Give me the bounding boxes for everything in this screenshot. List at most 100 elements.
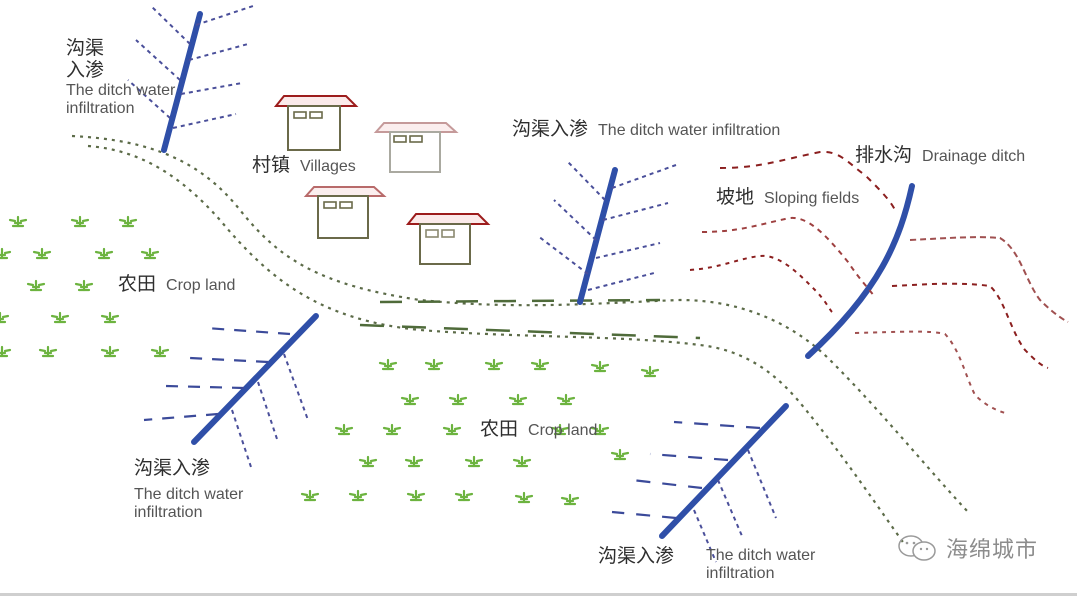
- crop-plant: [556, 393, 576, 406]
- river-lower-dash: [359, 323, 701, 340]
- crop-plant: [406, 489, 426, 502]
- crop-plant: [512, 455, 532, 468]
- ditch-bottom-left: [143, 313, 319, 471]
- crop-field-left: [0, 215, 170, 358]
- crop-plant: [100, 345, 120, 358]
- label-zh: 农田: [480, 418, 519, 440]
- crop-plant: [0, 345, 12, 358]
- label-ditch-bottom-right-zh: 沟渠入渗: [598, 545, 675, 568]
- house: [373, 122, 459, 173]
- slope-contour: [701, 216, 875, 297]
- label-ditch-bottom-left: 沟渠入渗 The ditch water infiltration: [134, 457, 244, 523]
- label-crop-land-center: 农田 Crop land: [480, 418, 598, 441]
- crop-plant: [378, 358, 398, 371]
- crop-plant: [508, 393, 528, 406]
- crop-plant: [300, 489, 320, 502]
- ditch-top-center: [537, 161, 677, 305]
- label-drainage-ditch: 排水沟 Drainage ditch: [855, 144, 1026, 167]
- label-en-line2: infiltration: [66, 100, 135, 118]
- slope-contour: [909, 236, 1069, 323]
- label-en: The ditch water infiltration: [598, 122, 781, 139]
- crop-plant: [140, 247, 160, 260]
- label-ditch-bottom-right-en: The ditch water infiltration: [706, 547, 815, 584]
- river-upper-dash: [379, 298, 661, 304]
- crop-plant: [454, 489, 474, 502]
- crop-plant: [0, 247, 12, 260]
- label-zh-line2: 入渗: [66, 58, 105, 81]
- label-crop-land-left: 农田 Crop land: [118, 273, 236, 296]
- crop-plant: [8, 215, 28, 228]
- slope-contour: [891, 282, 1049, 369]
- crop-plant: [0, 311, 10, 324]
- crop-plant: [70, 215, 90, 228]
- label-en: Crop land: [166, 277, 236, 294]
- label-zh: 农田: [118, 273, 157, 295]
- crop-plant: [404, 455, 424, 468]
- crop-plant: [448, 393, 468, 406]
- label-zh: 坡地: [716, 186, 755, 208]
- house: [303, 186, 387, 239]
- river: [71, 134, 969, 546]
- watermark: 海绵城市: [896, 532, 1038, 564]
- label-en: Sloping fields: [764, 190, 860, 207]
- label-en: Crop land: [528, 422, 598, 439]
- crop-plant: [560, 493, 580, 506]
- crop-plant: [442, 423, 462, 436]
- crop-plant: [118, 215, 138, 228]
- crop-plant: [26, 279, 46, 292]
- crop-plant: [530, 358, 550, 371]
- crop-plant: [550, 423, 570, 436]
- crop-plant: [610, 448, 630, 461]
- label-en-line1: The ditch water: [66, 81, 176, 99]
- label-zh: 排水沟: [855, 144, 913, 166]
- crop-plant: [50, 311, 70, 324]
- label-zh: 沟渠入渗: [598, 545, 675, 567]
- bottom-divider: [0, 593, 1077, 596]
- label-villages: 村镇 Villages: [252, 154, 356, 177]
- crop-plant: [358, 455, 378, 468]
- slope-contour: [719, 150, 896, 211]
- crop-plant: [94, 247, 114, 260]
- crop-plant: [382, 423, 402, 436]
- ditch-top-left: [127, 4, 257, 153]
- crop-plant: [348, 489, 368, 502]
- wechat-icon: [898, 535, 936, 561]
- house: [273, 95, 359, 151]
- label-zh: 沟渠入渗: [512, 118, 589, 140]
- river-lower-bank: [87, 144, 906, 546]
- houses: [273, 95, 491, 265]
- label-en-line2: infiltration: [134, 504, 203, 522]
- label-sloping-fields: 坡地 Sloping fields: [716, 186, 860, 209]
- label-ditch-top-center: 沟渠入渗 The ditch water infiltration: [512, 118, 781, 141]
- watermark-text: 海绵城市: [946, 538, 1039, 563]
- slope-contour: [854, 330, 1009, 415]
- crop-plant: [484, 358, 504, 371]
- crop-plant: [590, 360, 610, 373]
- label-en-line1: The ditch water: [706, 547, 816, 564]
- crop-field-center: [300, 358, 660, 506]
- crop-plant: [514, 491, 534, 504]
- crop-plant: [640, 365, 660, 378]
- label-en-line2: infiltration: [706, 565, 775, 583]
- crop-plant: [74, 279, 94, 292]
- label-ditch-top-left: 沟渠 入渗 The ditch water infiltration: [66, 37, 176, 118]
- label-zh: 村镇: [252, 154, 291, 176]
- crop-plant: [334, 423, 354, 436]
- crop-plant: [400, 393, 420, 406]
- crop-plant: [100, 311, 120, 324]
- sloping-fields: [689, 150, 1069, 415]
- river-upper-bank: [71, 134, 969, 513]
- drainage-ditch: [805, 183, 915, 359]
- label-zh-line1: 沟渠: [66, 37, 105, 59]
- label-en: Villages: [300, 158, 356, 175]
- slope-contour: [689, 254, 833, 313]
- house: [405, 213, 491, 265]
- label-zh: 沟渠入渗: [134, 457, 211, 479]
- crop-plant: [590, 423, 610, 436]
- label-en-line1: The ditch water: [134, 485, 244, 503]
- ditch-bottom-right: [611, 403, 789, 563]
- crop-plant: [424, 358, 444, 371]
- label-en: Drainage ditch: [922, 148, 1026, 165]
